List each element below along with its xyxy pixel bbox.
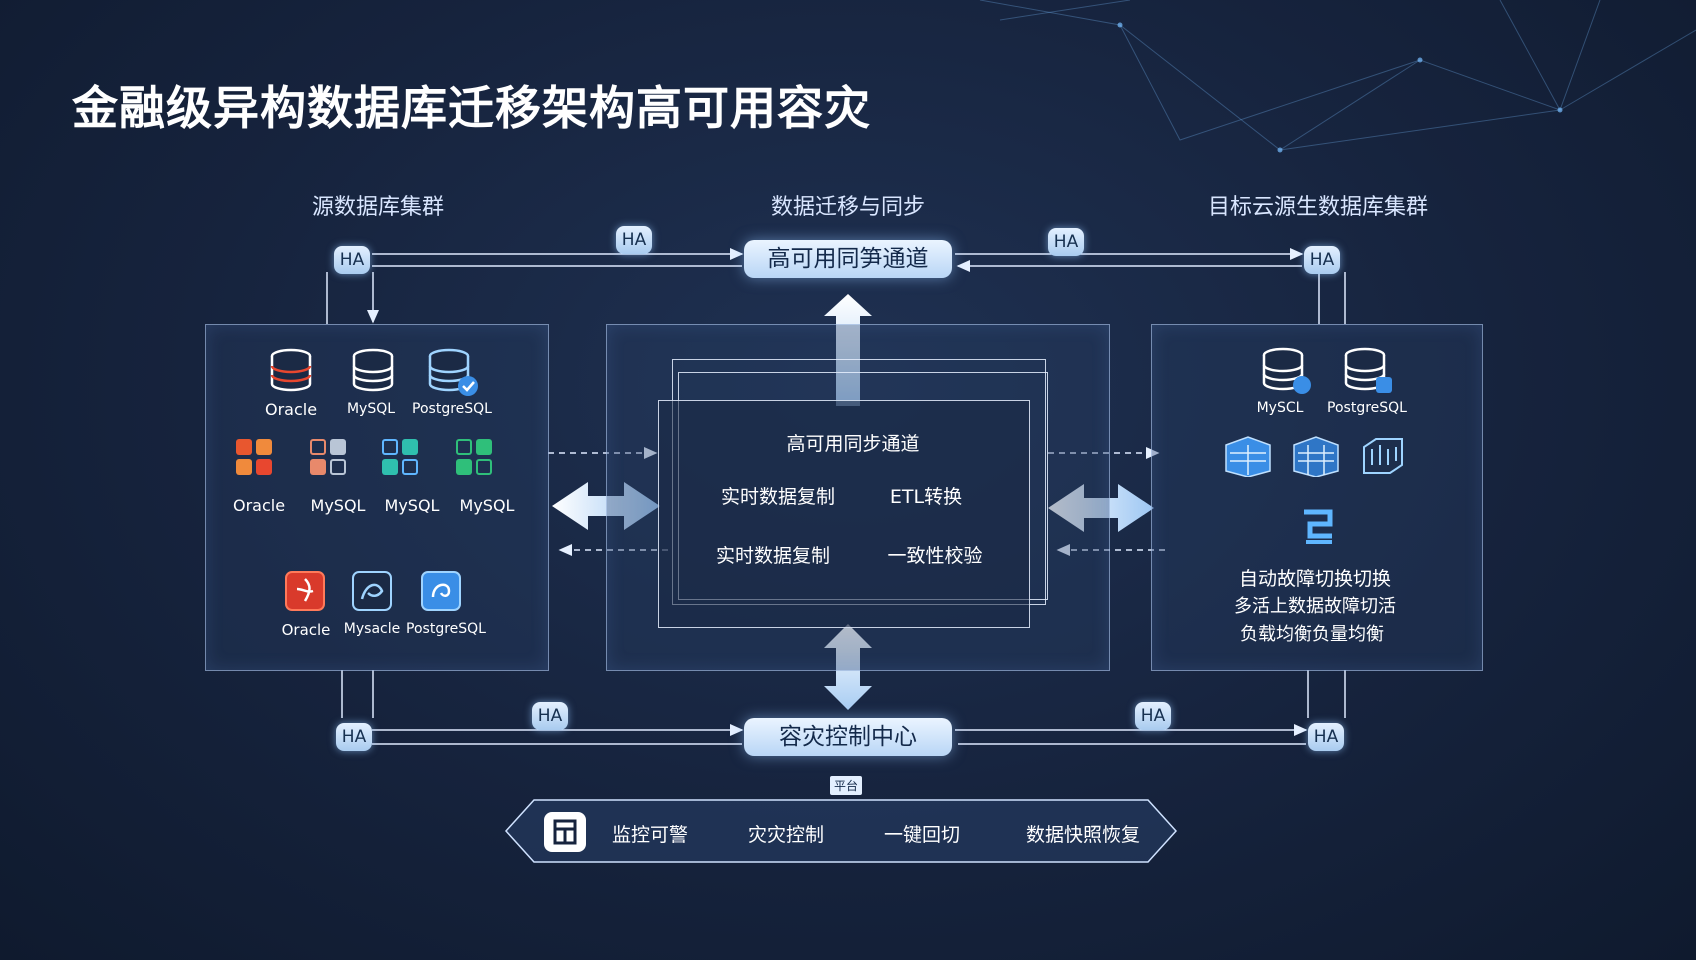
dr-control-item[interactable]: 灾灾控制: [748, 824, 825, 846]
ha-badge: HA: [336, 723, 372, 751]
consistency-check-label: 一致性校验: [887, 545, 983, 567]
ha-badge: HA: [616, 226, 652, 254]
dr-control-center-pill[interactable]: 容灾控制中心: [744, 718, 952, 756]
db-label: MySQL: [459, 496, 515, 515]
db-label: MySQL: [310, 496, 366, 515]
realtime-replication-label: 实时数据复制: [720, 486, 836, 508]
platform-tag: 平台: [830, 776, 863, 795]
realtime-replication-label: 实时数据复制: [715, 545, 831, 567]
ha-badge: HA: [1048, 228, 1084, 256]
mysql-app-icon: [352, 571, 392, 611]
database-icon: [1262, 347, 1311, 394]
snapshot-restore-item[interactable]: 数据快照恢复: [1026, 824, 1141, 846]
ha-sync-channel-pill[interactable]: 高可用同笋通道: [744, 240, 952, 278]
source-cluster-heading: 源数据库集群: [311, 195, 445, 220]
sync-channel-heading: 高可用同步通道: [786, 433, 920, 455]
postgresql-app-icon: [421, 571, 461, 611]
target-cluster-panel: [1151, 324, 1483, 671]
auto-failover-label: 自动故障切换切换: [1238, 568, 1392, 590]
one-click-rollback-item[interactable]: 一键回切: [884, 824, 961, 846]
ha-badge: HA: [1135, 702, 1171, 730]
page-title: 金融级异构数据库迁移架构高可用容灾: [72, 81, 871, 135]
database-icon: [1344, 347, 1392, 393]
db-label: Mysacle: [343, 621, 401, 637]
ha-badge: HA: [1304, 246, 1340, 274]
db-label: PostgreSQL: [1327, 400, 1407, 416]
db-label: Oracle: [232, 496, 286, 515]
db-label: Oracle: [281, 621, 331, 639]
db-label: Oracle: [264, 400, 318, 419]
server-rack-icon: [1293, 436, 1339, 477]
monitoring-alert-item[interactable]: 监控可警: [612, 824, 689, 846]
sync-frame-front: [658, 400, 1030, 628]
server-rack-icon: [1225, 436, 1271, 477]
cloud-node-icon: [1363, 438, 1403, 474]
target-cluster-heading: 目标云源生数据库集群: [1207, 195, 1429, 220]
db-label: MySQL: [384, 496, 440, 515]
db-label: MySCL: [1256, 400, 1304, 416]
platform-logo-icon: [544, 812, 586, 852]
load-balance-label: 负载均衡负量均衡: [1240, 624, 1384, 645]
active-active-label: 多活上数据故障切活: [1234, 596, 1396, 617]
mysql-node-icon: [310, 439, 348, 477]
database-icon: [352, 348, 394, 392]
mysql-node-icon: [456, 439, 494, 477]
db-label: PostgreSQL: [406, 621, 486, 637]
etl-label: ETL转换: [889, 486, 963, 508]
failover-icon: [1304, 509, 1333, 544]
oracle-node-icon: [236, 439, 274, 477]
ha-badge: HA: [532, 702, 568, 730]
ha-badge: HA: [334, 246, 370, 274]
migration-sync-heading: 数据迁移与同步: [770, 195, 926, 220]
db-label: MySQL: [346, 401, 396, 417]
database-icon: [270, 348, 312, 392]
database-icon: [428, 348, 478, 396]
oracle-app-icon: [285, 571, 325, 611]
db-label: PostgreSQL: [412, 401, 492, 417]
mysql-node-icon: [382, 439, 420, 477]
ha-badge: HA: [1308, 723, 1344, 751]
